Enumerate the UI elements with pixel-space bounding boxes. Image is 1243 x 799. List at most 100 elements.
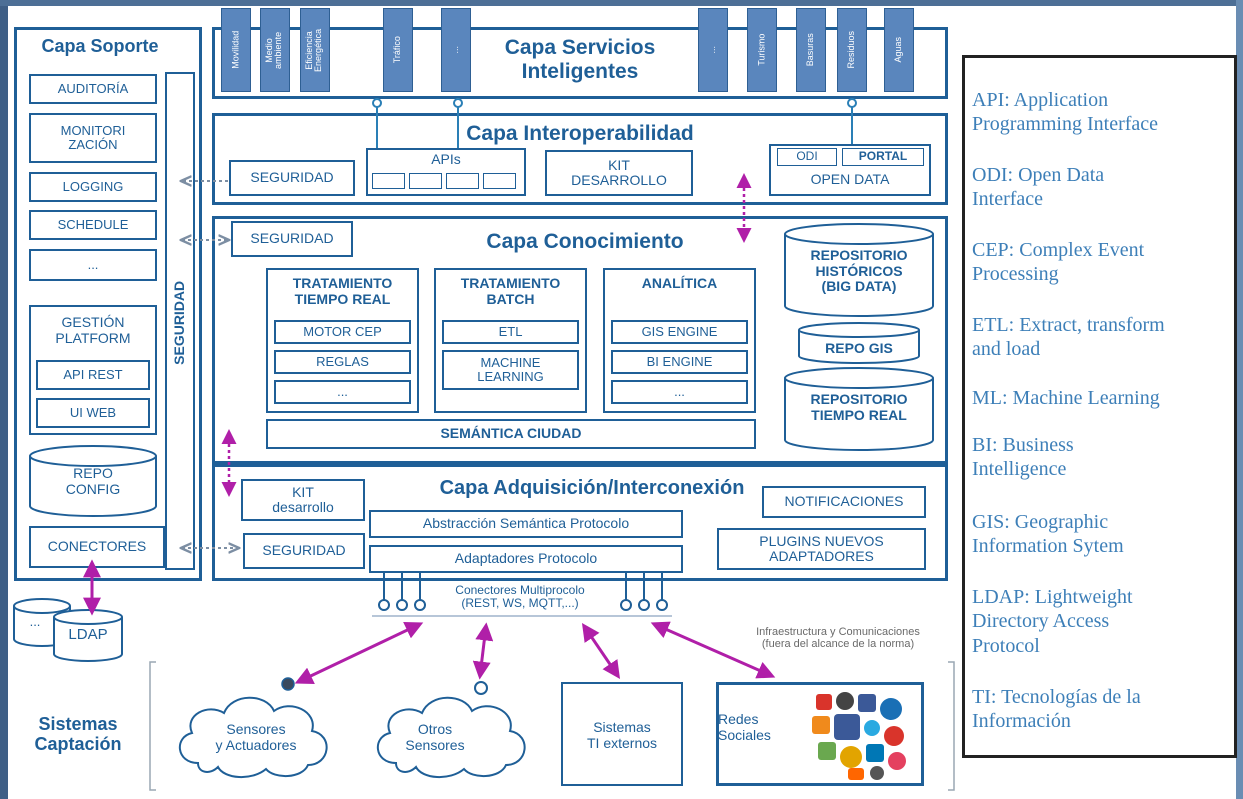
service-tile-more-right: ... — [698, 8, 728, 92]
otros-sensores-label: Otros Sensores — [405, 721, 465, 753]
analitica-title: ANALÍTICA — [641, 275, 718, 291]
repo-tiempo-real-cylinder — [784, 367, 934, 451]
notificaciones-box: NOTIFICACIONES — [762, 486, 926, 518]
api-slot-1 — [372, 173, 405, 189]
seguridad-vertical-bar — [165, 72, 195, 570]
social-icon-6 — [834, 714, 860, 740]
otros-sensores-pin — [474, 681, 488, 695]
legend-cep: CEP: Complex Event Processing — [972, 239, 1145, 286]
infraestructura-note: Infraestructura y Comunicaciones (fuera … — [756, 626, 920, 651]
api-rest-box: API REST — [36, 360, 150, 390]
gestion-platform-title: GESTIÓN PLATFORM — [55, 314, 131, 346]
tiempo-real-title: TRATAMIENTO TIEMPO REAL — [292, 275, 393, 307]
ldap-dots: ... — [29, 614, 41, 629]
service-tile-turismo: Turismo — [747, 8, 777, 92]
social-icon-5 — [812, 716, 830, 734]
capa-interoperabilidad-title: Capa Interoperabilidad — [466, 122, 694, 145]
sistemas-ti-box — [561, 682, 683, 786]
social-icon-10 — [840, 746, 862, 768]
soporte-item-monitorizacion: MONITORI ZACIÓN — [29, 113, 157, 163]
conocimiento-seguridad-box: SEGURIDAD — [231, 221, 353, 257]
sensores-pin — [281, 677, 295, 691]
apis-label: APIs — [431, 151, 461, 167]
soporte-item-schedule: SCHEDULE — [29, 210, 157, 240]
social-icon-9 — [818, 742, 836, 760]
machine-learning-box: MACHINE LEARNING — [442, 350, 579, 390]
adaptadores-protocolo-box: Adaptadores Protocolo — [369, 545, 683, 573]
ldap-label: LDAP — [68, 626, 108, 643]
service-tile-eficiencia: Eficiencia Energética — [300, 8, 330, 92]
interop-seguridad-box: SEGURIDAD — [229, 160, 355, 196]
motor-cep-box: MOTOR CEP — [274, 320, 411, 344]
service-tile-basuras: Basuras — [796, 8, 826, 92]
social-icon-14 — [870, 766, 884, 780]
legend-ti: TI: Tecnologías de la Información — [972, 686, 1141, 733]
capa-conocimiento-title: Capa Conocimiento — [486, 230, 684, 253]
legend-ldap: LDAP: Lightweight Directory Access Proto… — [972, 586, 1133, 657]
redes-sociales-label: Redes Sociales — [718, 711, 771, 743]
api-slot-3 — [446, 173, 479, 189]
legend-odi: ODI: Open Data Interface — [972, 164, 1105, 211]
legend-gis: GIS: Geographic Information Sytem — [972, 511, 1124, 558]
semantica-ciudad-box: SEMÁNTICA CIUDAD — [266, 419, 756, 449]
social-icon-1 — [816, 694, 832, 710]
capa-adquisicion-title: Capa Adquisición/Interconexión — [439, 477, 745, 499]
repo-config-cylinder — [29, 445, 157, 517]
service-tile-aguas: Aguas — [884, 8, 914, 92]
sensores-cloud — [178, 696, 328, 778]
repo-historicos-label: REPOSITORIO HISTÓRICOS (BIG DATA) — [810, 247, 908, 295]
service-tile-trafico: Tráfico — [383, 8, 413, 92]
capa-soporte-title: Capa Soporte — [41, 36, 159, 56]
conectores-multiprotocolo-label: Conectores Multiprocolo (REST, WS, MQTT,… — [455, 583, 585, 611]
analitica-more-box: ... — [611, 380, 748, 404]
reglas-box: REGLAS — [274, 350, 411, 374]
soporte-item-more: ... — [29, 249, 157, 281]
repo-historicos-cylinder — [784, 223, 934, 317]
repo-tiempo-real-label: REPOSITORIO TIEMPO REAL — [810, 391, 908, 423]
repo-config-label: REPO CONFIG — [65, 465, 121, 497]
api-slot-2 — [409, 173, 442, 189]
soporte-item-logging: LOGGING — [29, 172, 157, 202]
social-icon-2 — [836, 692, 854, 710]
service-tile-residuos: Residuos — [837, 8, 867, 92]
etl-box: ETL — [442, 320, 579, 344]
open-data-label: OPEN DATA — [810, 171, 890, 187]
repo-gis-cylinder — [798, 322, 920, 364]
top-edge-band — [0, 0, 1243, 6]
api-slot-4 — [483, 173, 516, 189]
social-icon-4 — [880, 698, 902, 720]
sensores-label: Sensores y Actuadores — [215, 721, 297, 753]
seguridad-vertical-label: SEGURIDAD — [171, 280, 188, 365]
connector-plugs — [372, 572, 672, 617]
ldap-cylinder — [53, 609, 123, 662]
right-edge-band — [1236, 0, 1243, 799]
odi-box: ODI — [777, 148, 837, 166]
legend-ml: ML: Machine Learning — [972, 387, 1160, 409]
social-icon-12 — [888, 752, 906, 770]
ui-web-box: UI WEB — [36, 398, 150, 428]
social-icon-3 — [858, 694, 876, 712]
social-icon-11 — [866, 744, 884, 762]
kit-desarrollo-box: KIT DESARROLLO — [545, 150, 693, 196]
sistemas-bracket — [149, 661, 955, 791]
legend-etl: ETL: Extract, transform and load — [972, 314, 1165, 361]
tiempo-real-more-box: ... — [274, 380, 411, 404]
portal-box: PORTAL — [842, 148, 924, 166]
legend-api: API: Application Programming Interface — [972, 89, 1159, 136]
sistemas-captacion-title: Sistemas Captación — [34, 714, 122, 755]
repo-gis-label: REPO GIS — [825, 340, 893, 356]
left-edge-band — [0, 0, 8, 799]
plugins-adaptadores-box: PLUGINS NUEVOS ADAPTADORES — [717, 528, 926, 570]
gis-engine-box: GIS ENGINE — [611, 320, 748, 344]
legend-panel — [962, 55, 1237, 758]
service-tile-medio-ambiente: Medio ambiente — [260, 8, 290, 92]
capa-servicios-title: Capa Servicios Inteligentes — [504, 36, 656, 83]
social-icons-cluster — [808, 690, 918, 782]
service-tile-more-left: ... — [441, 8, 471, 92]
soporte-item-auditoria: AUDITORÍA — [29, 74, 157, 104]
legend-bi: BI: Business Intelligence — [972, 434, 1074, 481]
service-tile-movilidad: Movilidad — [221, 8, 251, 92]
adquisicion-kit-box: KIT desarrollo — [241, 479, 365, 521]
adquisicion-seguridad-box: SEGURIDAD — [243, 533, 365, 569]
social-icon-7 — [864, 720, 880, 736]
